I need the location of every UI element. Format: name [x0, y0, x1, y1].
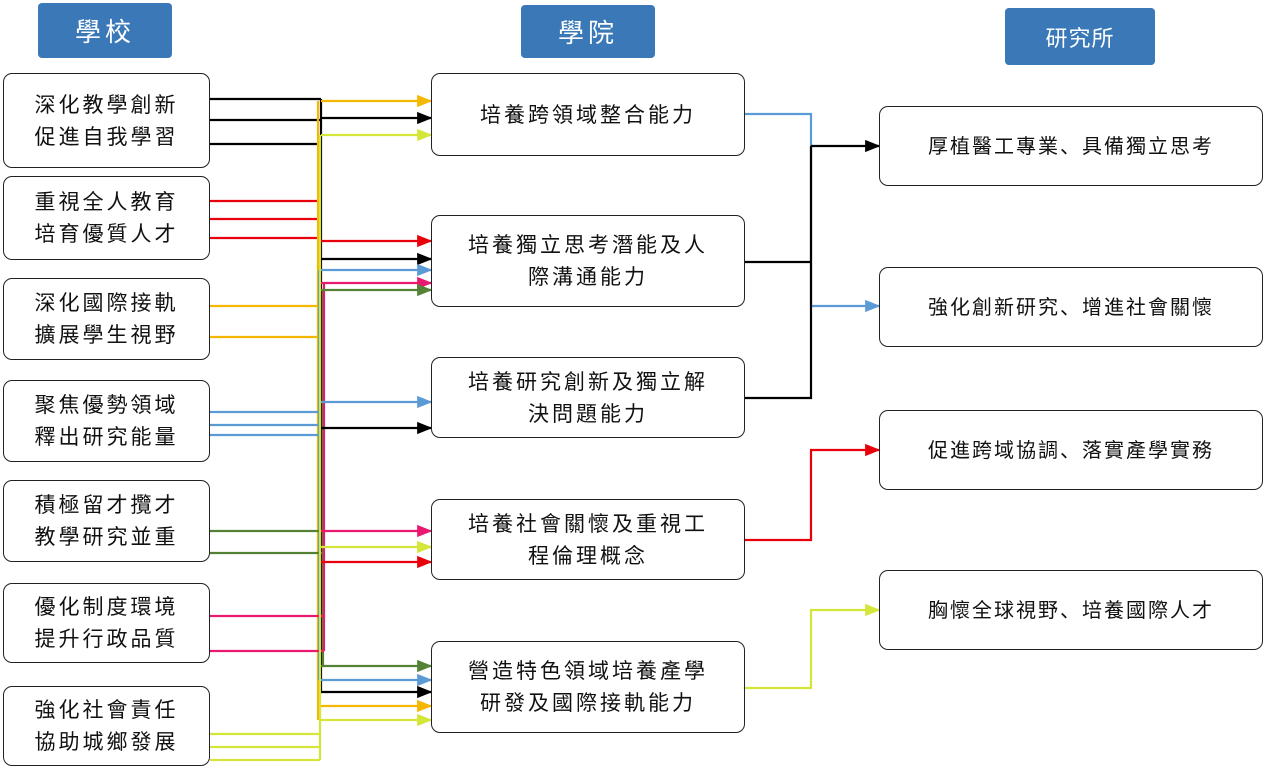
- institute-goal-text: 厚植醫工專業、具備獨立思考: [928, 134, 1214, 158]
- school-goal-box: 深化教學創新 促進自我學習: [3, 73, 210, 168]
- college-goal-box: 培養社會關懷及重視工 程倫理概念: [431, 499, 745, 580]
- school7-connectors: [210, 135, 322, 762]
- college-goal-box: 培養跨領域整合能力: [431, 73, 745, 156]
- school-goal-text: 重視全人教育 培育優質人才: [34, 190, 179, 246]
- college-goal-text: 培養跨領域整合能力: [480, 102, 696, 127]
- college-goal-box: 營造特色領域培養產學 研發及國際接軌能力: [431, 641, 745, 733]
- arrow: [745, 603, 881, 690]
- school4-connectors: [210, 270, 321, 680]
- school-goal-box: 積極留才攬才 教學研究並重: [3, 480, 210, 562]
- school1-connectors: [210, 97, 323, 692]
- college-goal-box: 培養獨立思考潛能及人 際溝通能力: [431, 215, 745, 307]
- institute-goal-box: 厚植醫工專業、具備獨立思考: [879, 106, 1263, 186]
- school-goal-text: 聚焦優勢領域 釋出研究能量: [34, 393, 179, 449]
- institute-goal-box: 強化創新研究、增進社會關懷: [879, 267, 1263, 347]
- college-goal-text: 培養社會關懷及重視工 程倫理概念: [468, 511, 708, 568]
- school-goal-box: 深化國際接軌 擴展學生視野: [3, 278, 210, 360]
- school-goal-text: 深化教學創新 促進自我學習: [34, 92, 179, 149]
- school-goal-text: 積極留才攬才 教學研究並重: [34, 493, 179, 549]
- header-school: 學校: [38, 3, 172, 58]
- school-goal-text: 深化國際接軌 擴展學生視野: [34, 291, 179, 347]
- school2-connectors: [210, 199, 322, 562]
- header-college: 學院: [521, 5, 655, 58]
- school5-connectors: [210, 290, 325, 666]
- school-goal-box: 重視全人教育 培育優質人才: [3, 176, 210, 260]
- school-goal-box: 優化制度環境 提升行政品質: [3, 583, 210, 663]
- college-goal-box: 培養研究創新及獨立解 決問題能力: [431, 357, 745, 438]
- header-institute: 研究所: [1005, 8, 1155, 65]
- school-goal-text: 強化社會責任 協助城鄉發展: [34, 698, 179, 754]
- college-goal-text: 營造特色領域培養產學 研發及國際接軌能力: [468, 659, 708, 715]
- institute-goal-text: 胸懷全球視野、培養國際人才: [928, 598, 1214, 622]
- school-goal-box: 強化社會責任 協助城鄉發展: [3, 686, 210, 766]
- college-goal-text: 培養研究創新及獨立解 決問題能力: [468, 369, 708, 426]
- school-goal-text: 優化制度環境 提升行政品質: [34, 595, 179, 651]
- institute-goal-box: 促進跨域協調、落實產學實務: [879, 410, 1263, 490]
- arrow: [745, 443, 881, 542]
- school-goal-box: 聚焦優勢領域 釋出研究能量: [3, 380, 210, 462]
- college-goal-text: 培養獨立思考潛能及人 際溝通能力: [468, 233, 708, 289]
- institute-goal-text: 強化創新研究、增進社會關懷: [928, 295, 1214, 319]
- institute-goal-box: 胸懷全球視野、培養國際人才: [879, 570, 1263, 650]
- school6-connectors: [210, 283, 326, 653]
- institute-goal-text: 促進跨域協調、落實產學實務: [928, 438, 1214, 462]
- school3-connectors: [210, 101, 320, 720]
- connector: [745, 146, 813, 400]
